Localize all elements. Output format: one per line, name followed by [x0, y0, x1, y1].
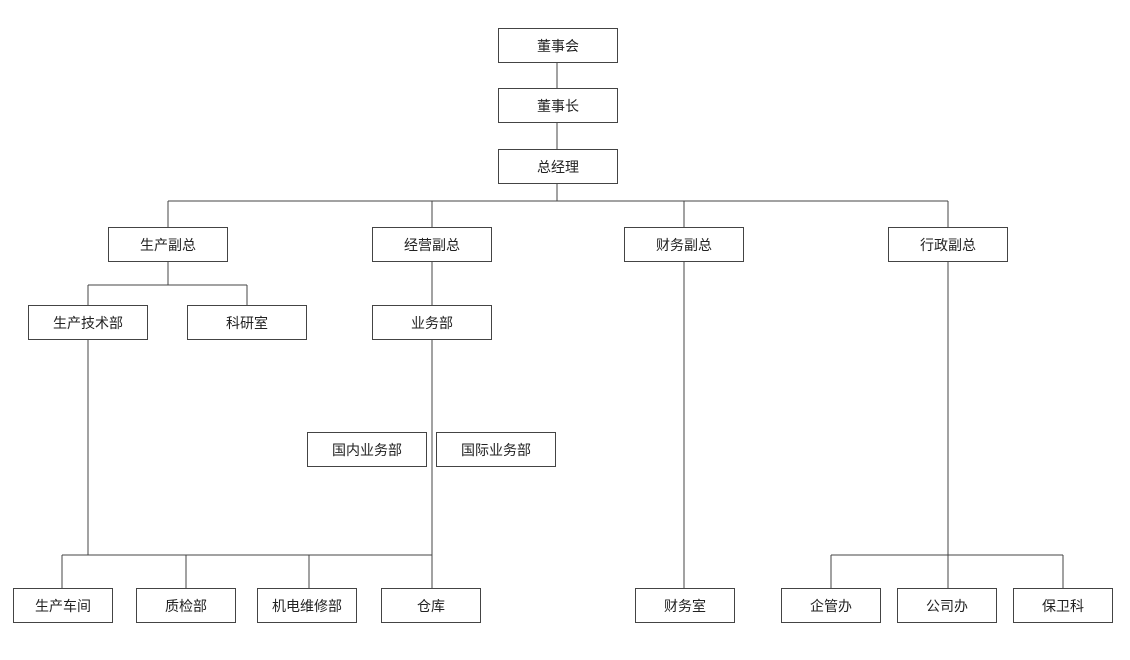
node-warehouse: 仓库	[381, 588, 481, 623]
node-board: 董事会	[498, 28, 618, 63]
node-vp-admin: 行政副总	[888, 227, 1008, 262]
node-workshop: 生产车间	[13, 588, 113, 623]
node-enterprise-mgmt: 企管办	[781, 588, 881, 623]
node-maintenance-dept: 机电维修部	[257, 588, 357, 623]
node-vp-business: 经营副总	[372, 227, 492, 262]
node-chairman: 董事长	[498, 88, 618, 123]
node-quality-dept: 质检部	[136, 588, 236, 623]
node-finance-office: 财务室	[635, 588, 735, 623]
node-prod-tech-dept: 生产技术部	[28, 305, 148, 340]
node-research-office: 科研室	[187, 305, 307, 340]
node-vp-production: 生产副总	[108, 227, 228, 262]
node-security: 保卫科	[1013, 588, 1113, 623]
node-company-office: 公司办	[897, 588, 997, 623]
node-domestic-business: 国内业务部	[307, 432, 427, 467]
node-vp-finance: 财务副总	[624, 227, 744, 262]
node-general-manager: 总经理	[498, 149, 618, 184]
node-business-dept: 业务部	[372, 305, 492, 340]
node-intl-business: 国际业务部	[436, 432, 556, 467]
